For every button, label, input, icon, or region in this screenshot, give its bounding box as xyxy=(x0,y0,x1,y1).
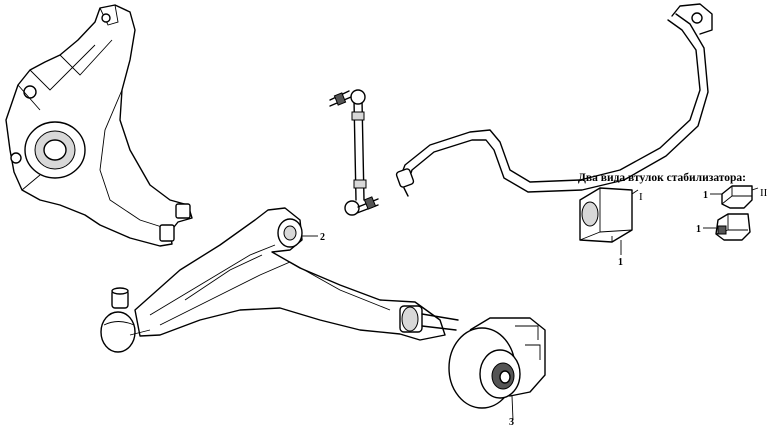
type-label-first: I xyxy=(639,191,643,203)
bushings-caption: Два вида втулок стабилизатора: xyxy=(578,172,746,184)
callout-bushing-type1: 1 xyxy=(618,257,623,268)
type-label-second: II xyxy=(760,187,768,199)
rear-bushing xyxy=(448,317,546,409)
steering-knuckle xyxy=(5,4,193,247)
callout-bushing-type2-bottom: 1 xyxy=(696,224,701,235)
lower-control-arm xyxy=(100,207,459,353)
callout-rear-bushing: 3 xyxy=(509,417,514,428)
stabilizer-link xyxy=(329,89,379,216)
stabilizer-bushing-type-1 xyxy=(579,187,633,243)
stabilizer-bushing-type-2 xyxy=(715,185,753,241)
stabilizer-bar xyxy=(395,3,713,197)
callout-bushing-type2-top: 1 xyxy=(703,190,708,201)
callout-lower-arm: 2 xyxy=(320,232,325,243)
callout-leaders xyxy=(302,187,759,421)
